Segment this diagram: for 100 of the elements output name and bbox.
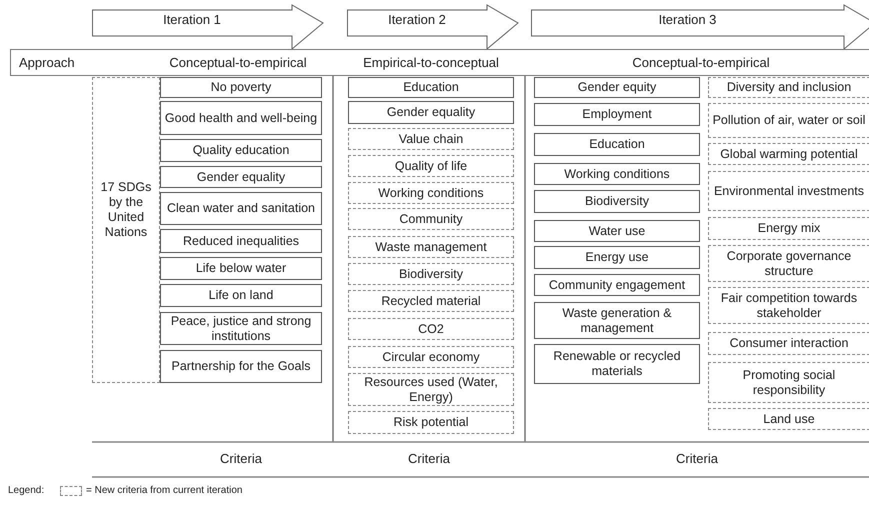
criterion-box (708, 245, 869, 282)
criterion-label: Waste generation & management (561, 306, 673, 336)
criterion-box (160, 284, 322, 307)
criterion-box (708, 408, 869, 430)
iteration-label: Iteration 1 (162, 12, 222, 28)
criterion-box (534, 103, 700, 126)
criterion-box (708, 171, 869, 211)
criterion-label: Diversity and inclusion (726, 80, 852, 95)
legend-text: = New criteria from current iteration (86, 485, 242, 496)
criterion-label: Recycled material (381, 294, 481, 308)
criterion-label: Risk potential (393, 415, 469, 430)
criterion-box (708, 143, 869, 165)
criterion-label: Fair competition towards stakeholder (720, 290, 858, 320)
criterion-label: Resources used (Water, Energy) (363, 374, 499, 404)
criterion-label: Waste management (375, 240, 487, 254)
approach-name: Conceptual-to-empirical (632, 55, 770, 71)
criterion-label: Life on land (208, 288, 274, 303)
criterion-label: Land use (763, 412, 815, 426)
criterion-label: Value chain (398, 132, 464, 146)
approach-band (10, 49, 869, 76)
criterion-label: Peace, justice and strong institutions (170, 314, 312, 344)
criterion-box (348, 128, 514, 150)
criterion-label: Water use (588, 224, 646, 238)
criterion-box (160, 101, 322, 135)
group-label: 17 SDGs by the United Nations (100, 180, 152, 240)
criterion-box (708, 287, 869, 324)
column-footer: Criteria (333, 451, 525, 466)
criterion-label: Corporate governance structure (726, 248, 852, 278)
approach-name: Empirical-to-conceptual (363, 55, 499, 71)
criterion-box (160, 166, 322, 188)
criterion-label: Gender equality (386, 105, 476, 120)
criterion-label: Biodiversity (399, 266, 463, 282)
criterion-box (534, 190, 700, 213)
legend-title: Legend: (8, 485, 44, 496)
criterion-label: Working conditions (564, 166, 670, 182)
criterion-box (348, 290, 514, 312)
criterion-box (534, 344, 700, 384)
criterion-label: Education (403, 80, 459, 95)
criterion-box (348, 411, 514, 434)
criterion-label: No poverty (210, 80, 272, 95)
criterion-box (160, 77, 322, 98)
criterion-label: Quality education (192, 143, 290, 158)
criterion-label: Clean water and sanitation (166, 201, 315, 216)
column-footer: Criteria (525, 451, 869, 466)
criterion-box (534, 246, 700, 269)
criterion-box (160, 139, 322, 162)
iteration-label: Iteration 3 (658, 12, 718, 28)
criterion-box (160, 350, 322, 383)
criterion-box (348, 101, 514, 124)
criterion-box (534, 302, 700, 339)
criterion-label: Education (589, 137, 645, 152)
criterion-label: Good health and well-being (164, 110, 318, 126)
criterion-box (534, 220, 700, 242)
criterion-box (708, 362, 869, 403)
criterion-label: Global warming potential (720, 146, 858, 162)
criterion-box (708, 103, 869, 138)
criterion-box (708, 77, 869, 98)
criterion-box (160, 257, 322, 280)
iteration-label: Iteration 2 (387, 12, 447, 28)
criterion-box (348, 182, 514, 204)
criterion-label: Partnership for the Goals (172, 359, 310, 374)
criterion-box (160, 312, 322, 345)
criterion-label: Pollution of air, water or soil (712, 113, 866, 128)
criterion-label: Biodiversity (585, 194, 649, 209)
criterion-label: Promoting social responsibility (742, 368, 836, 398)
criterion-label: Energy use (585, 250, 649, 265)
criterion-label: Employment (582, 107, 652, 122)
criterion-box (534, 133, 700, 156)
criterion-box (348, 263, 514, 285)
criterion-label: Working conditions (378, 186, 484, 200)
criterion-label: Community (399, 212, 463, 226)
criterion-label: Consumer interaction (730, 336, 848, 351)
column-footer: Criteria (160, 451, 322, 466)
criterion-label: Quality of life (394, 158, 468, 174)
criterion-box (348, 318, 514, 340)
criterion-label: Renewable or recycled materials (552, 349, 682, 379)
criterion-box (348, 208, 514, 230)
criterion-box (348, 77, 514, 98)
criterion-box (160, 229, 322, 253)
criterion-box (534, 274, 700, 296)
criterion-box (708, 217, 869, 240)
row-heading: Approach (19, 55, 75, 71)
criterion-label: Life below water (196, 261, 286, 276)
criterion-box (348, 373, 514, 406)
criterion-box (534, 77, 700, 98)
criterion-box (348, 155, 514, 177)
criterion-box (348, 236, 514, 258)
criterion-box (708, 332, 869, 355)
criterion-label: Environmental investments (714, 184, 864, 198)
criterion-box (160, 192, 322, 225)
criterion-box (534, 163, 700, 185)
criterion-label: CO2 (418, 322, 444, 336)
criterion-label: Energy mix (758, 221, 820, 236)
criterion-label: Circular economy (382, 350, 480, 364)
criterion-label: Gender equity (578, 80, 656, 95)
criterion-label: Reduced inequalities (182, 234, 300, 248)
criterion-label: Gender equality (196, 170, 286, 184)
approach-name: Conceptual-to-empirical (169, 55, 307, 71)
criterion-label: Community engagement (548, 278, 686, 292)
criterion-box (348, 346, 514, 368)
